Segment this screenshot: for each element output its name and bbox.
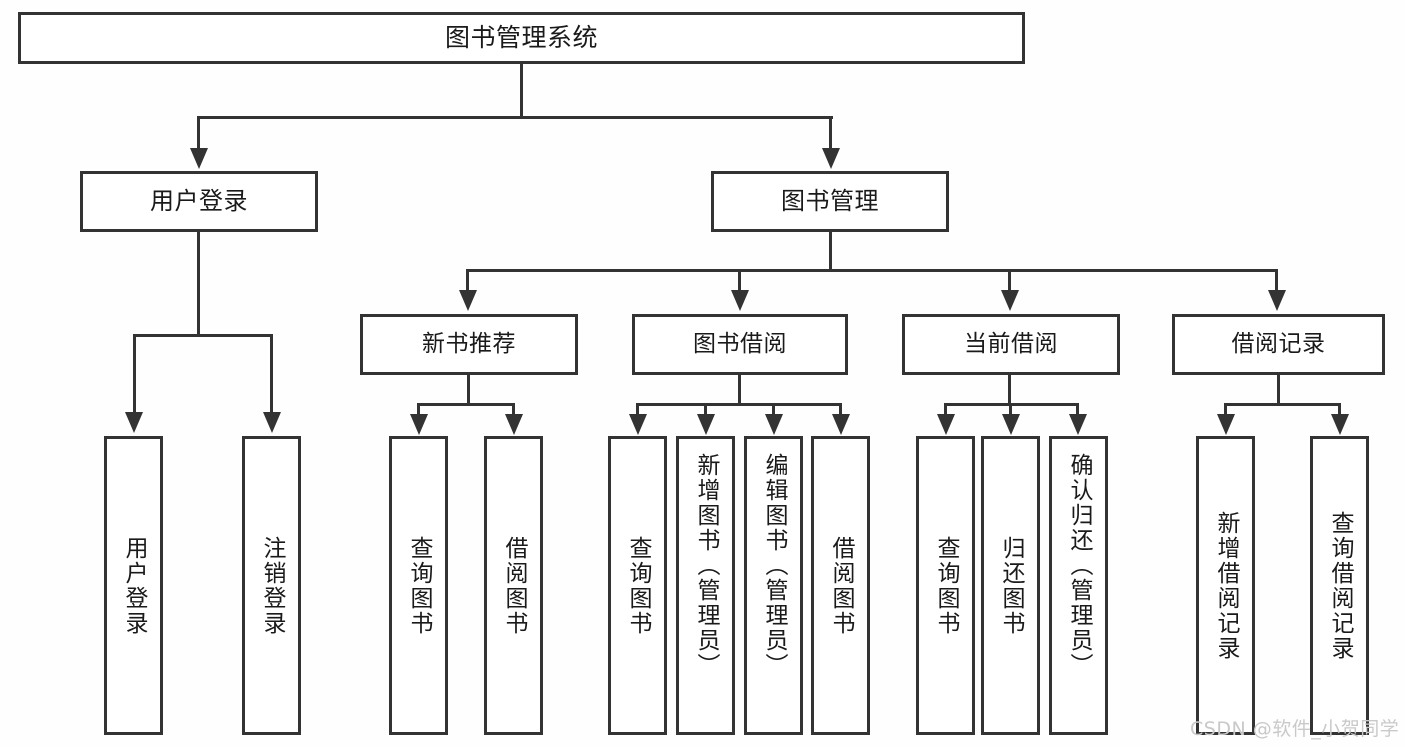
connector-bm-to-book-borrow <box>738 269 741 292</box>
leaf-query-book-recommend[interactable]: 查询图书 <box>389 436 448 735</box>
connector-user-login-stem <box>197 232 200 337</box>
leaf-query-borrow-record[interactable]: 查询借阅记录 <box>1310 436 1369 735</box>
connector-new-book-stem <box>467 375 470 406</box>
watermark-text: CSDN @软件_小贺同学 <box>1190 718 1400 740</box>
leaf-add-book-admin[interactable]: 新增图书（管理员） <box>676 436 735 735</box>
leaf-borrow-book[interactable]: 借阅图书 <box>811 436 870 735</box>
arrow-book-borrow-to-leaf-3 <box>765 414 783 435</box>
connector-root-bus <box>197 116 833 119</box>
node-label: 查询图书 <box>933 535 959 636</box>
connector-root-to-book-management <box>829 116 832 150</box>
leaf-edit-book-admin[interactable]: 编辑图书（管理员） <box>744 436 803 735</box>
connector-bm-to-current-borrow <box>1008 269 1011 292</box>
connector-book-borrow-to-leaf-2 <box>704 403 707 418</box>
leaf-query-book-current[interactable]: 查询图书 <box>916 436 975 735</box>
arrow-book-borrow-to-leaf-4 <box>832 414 850 435</box>
arrow-user-login-to-leaf-1 <box>125 412 143 433</box>
node-label: 图书管理 <box>781 186 879 215</box>
node-book-management-system[interactable]: 图书管理系统 <box>18 12 1025 64</box>
node-user-login[interactable]: 用户登录 <box>80 171 318 232</box>
node-borrow-record[interactable]: 借阅记录 <box>1172 314 1385 375</box>
node-label: 查询图书 <box>625 535 651 636</box>
arrow-book-borrow-to-leaf-1 <box>629 414 647 435</box>
arrow-borrow-record-to-leaf-1 <box>1217 414 1235 435</box>
arrow-bm-to-new-book <box>459 290 477 311</box>
node-new-book-recommend[interactable]: 新书推荐 <box>360 314 578 375</box>
node-label: 图书借阅 <box>693 331 787 358</box>
leaf-user-login[interactable]: 用户登录 <box>104 436 163 735</box>
connector-new-book-to-leaf-1 <box>417 403 420 418</box>
arrow-bm-to-current-borrow <box>1001 290 1019 311</box>
node-label: 用户登录 <box>121 535 147 636</box>
arrow-root-to-book-management <box>822 148 840 169</box>
connector-user-login-bus <box>133 334 273 337</box>
arrow-new-book-to-leaf-1 <box>410 414 428 435</box>
connector-current-borrow-to-leaf-3 <box>1076 403 1079 418</box>
leaf-add-borrow-record[interactable]: 新增借阅记录 <box>1196 436 1255 735</box>
node-label: 图书管理系统 <box>444 22 598 52</box>
arrow-bm-to-book-borrow <box>731 290 749 311</box>
arrow-root-to-user-login <box>190 148 208 169</box>
connector-new-book-bus <box>417 403 515 406</box>
connector-book-borrow-to-leaf-3 <box>772 403 775 418</box>
connector-root-to-user-login <box>197 116 200 150</box>
node-label: 借阅图书 <box>828 535 854 636</box>
connector-borrow-record-to-leaf-2 <box>1338 403 1341 418</box>
connector-current-borrow-stem <box>1008 375 1011 406</box>
leaf-confirm-return-admin[interactable]: 确认归还（管理员） <box>1049 436 1108 735</box>
node-label: 查询图书 <box>406 535 432 636</box>
leaf-return-book[interactable]: 归还图书 <box>981 436 1040 735</box>
leaf-logout-login[interactable]: 注销登录 <box>242 436 301 735</box>
node-label: 新增借阅记录 <box>1213 510 1239 661</box>
node-label: 查询借阅记录 <box>1327 510 1353 661</box>
node-label: 用户登录 <box>150 186 248 215</box>
node-label: 新增图书（管理员） <box>693 453 719 678</box>
connector-book-borrow-to-leaf-1 <box>636 403 639 418</box>
connector-borrow-record-bus <box>1224 403 1341 406</box>
node-label: 注销登录 <box>259 535 285 636</box>
connector-user-login-to-leaf-1 <box>133 334 136 415</box>
node-label: 新书推荐 <box>422 331 516 358</box>
connector-borrow-record-stem <box>1277 375 1280 406</box>
arrow-current-borrow-to-leaf-3 <box>1069 414 1087 435</box>
connector-book-management-bus <box>466 269 1278 272</box>
connector-root-stem <box>520 64 523 118</box>
node-label: 当前借阅 <box>964 331 1058 358</box>
connector-book-borrow-bus <box>636 403 842 406</box>
connector-user-login-to-leaf-2 <box>270 334 273 415</box>
node-label: 借阅图书 <box>501 535 527 636</box>
node-book-borrow[interactable]: 图书借阅 <box>632 314 848 375</box>
leaf-query-book-borrow[interactable]: 查询图书 <box>608 436 667 735</box>
connector-current-borrow-to-leaf-1 <box>944 403 947 418</box>
node-current-borrow[interactable]: 当前借阅 <box>902 314 1120 375</box>
leaf-borrow-book-recommend[interactable]: 借阅图书 <box>484 436 543 735</box>
node-label: 编辑图书（管理员） <box>761 453 787 678</box>
node-label: 借阅记录 <box>1231 331 1326 358</box>
connector-book-borrow-to-leaf-4 <box>839 403 842 418</box>
connector-book-borrow-stem <box>738 375 741 406</box>
arrow-current-borrow-to-leaf-1 <box>937 414 955 435</box>
arrow-bm-to-borrow-record <box>1268 290 1286 311</box>
connector-bm-to-new-book <box>466 269 469 292</box>
arrow-new-book-to-leaf-2 <box>505 414 523 435</box>
connector-book-management-stem <box>829 232 832 272</box>
arrow-borrow-record-to-leaf-2 <box>1331 414 1349 435</box>
arrow-user-login-to-leaf-2 <box>263 412 281 433</box>
arrow-current-borrow-to-leaf-2 <box>1002 414 1020 435</box>
connector-bm-to-borrow-record <box>1275 269 1278 292</box>
connector-current-borrow-to-leaf-2 <box>1009 403 1012 418</box>
node-label: 确认归还（管理员） <box>1066 453 1092 678</box>
node-label: 归还图书 <box>998 535 1024 636</box>
connector-new-book-to-leaf-2 <box>512 403 515 418</box>
node-book-management[interactable]: 图书管理 <box>711 171 949 232</box>
connector-borrow-record-to-leaf-1 <box>1224 403 1227 418</box>
arrow-book-borrow-to-leaf-2 <box>697 414 715 435</box>
